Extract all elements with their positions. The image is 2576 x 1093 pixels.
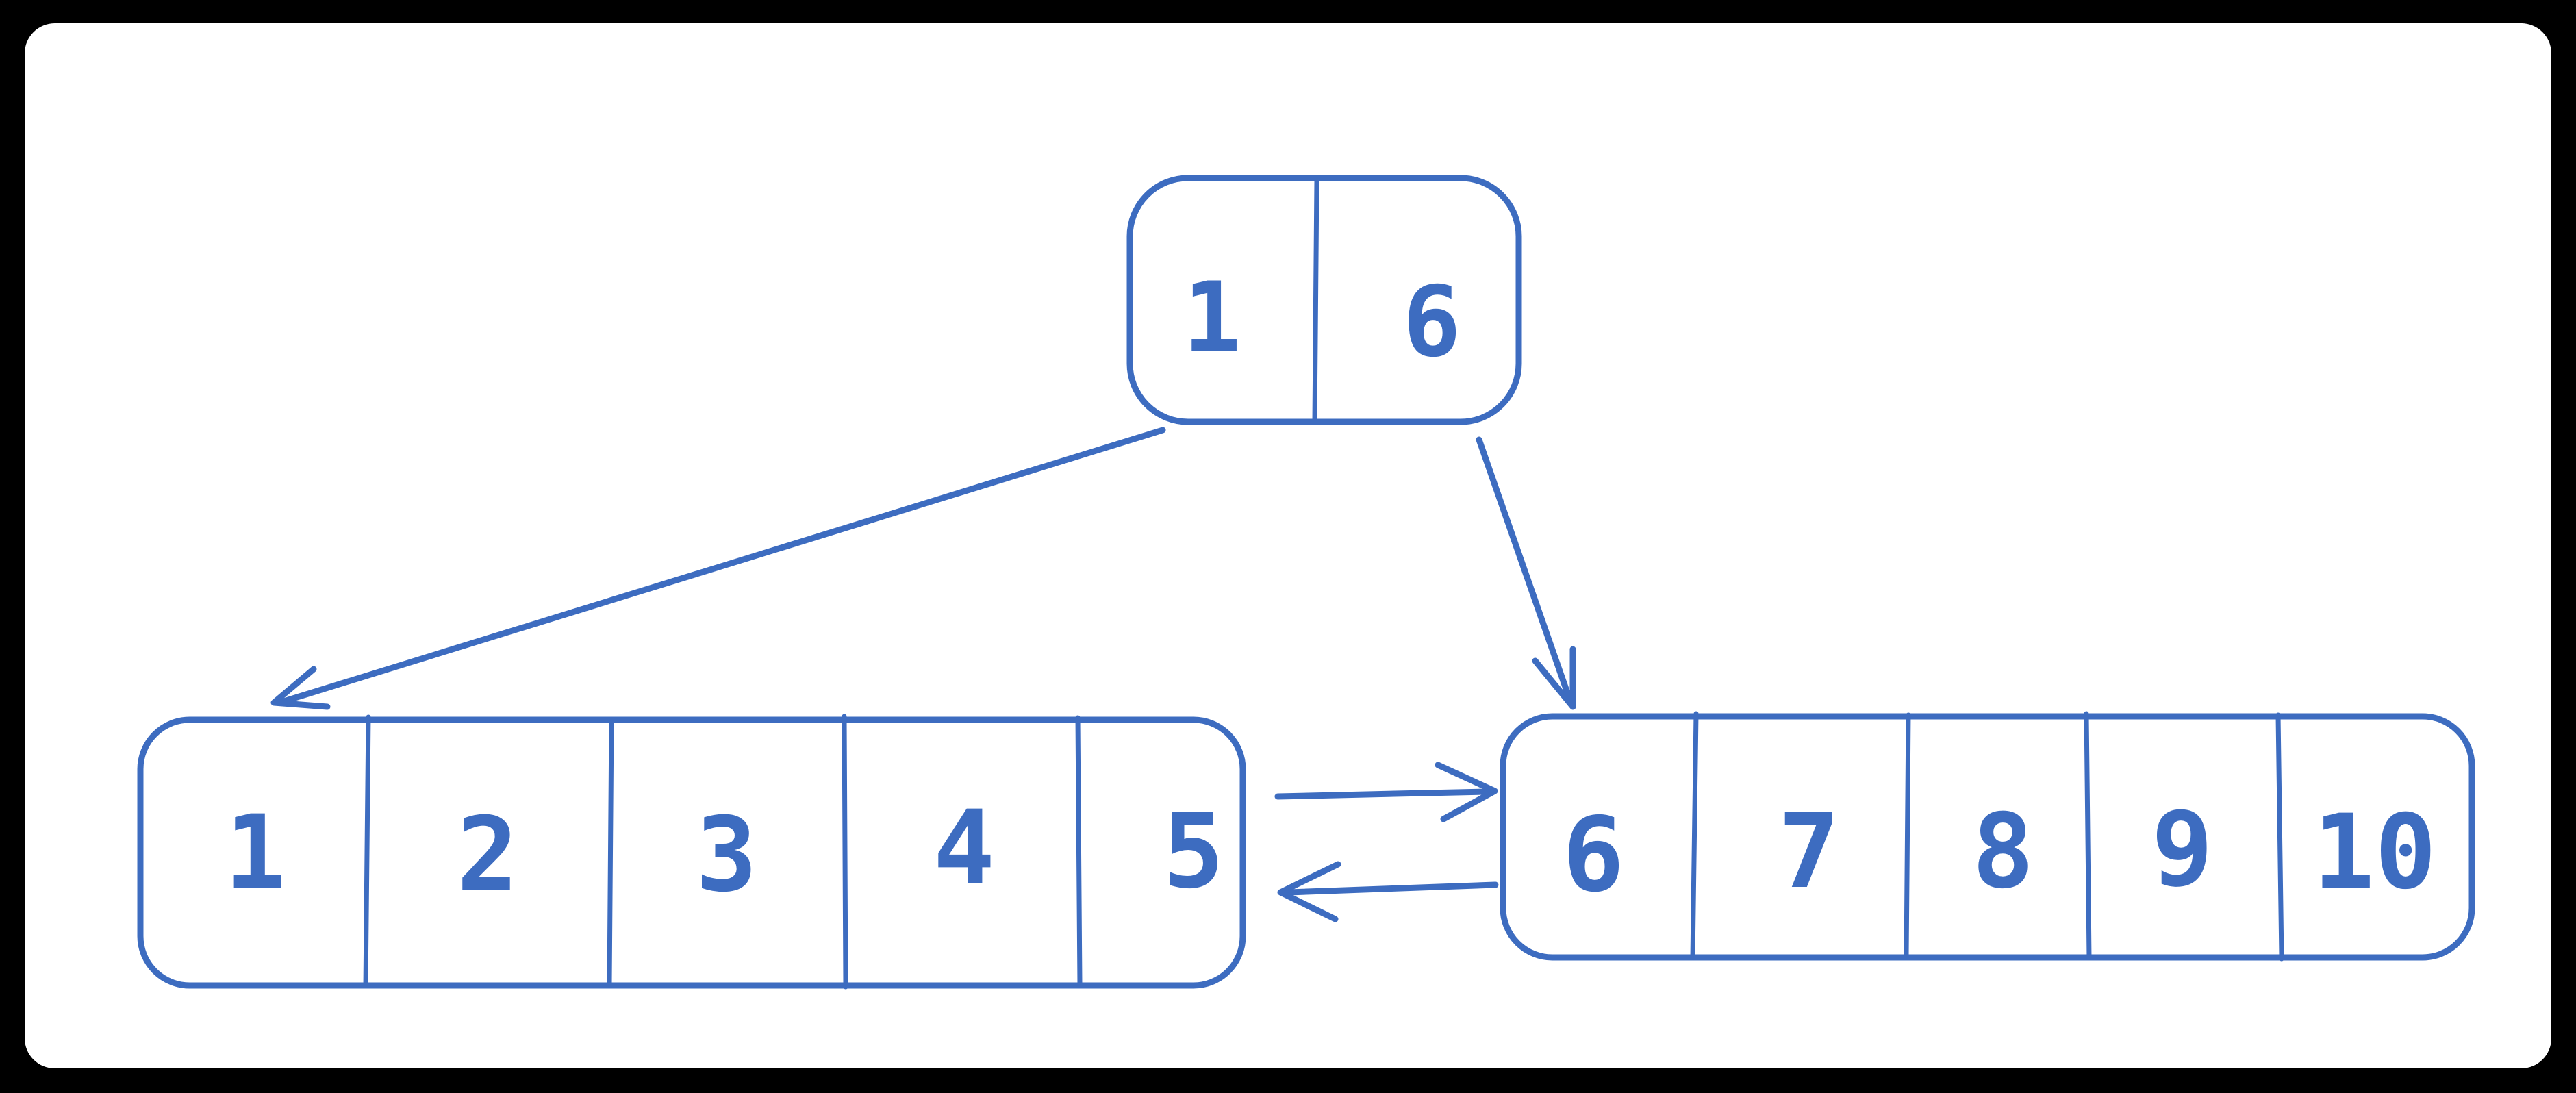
left-leaf-box [137,716,1246,989]
right-leaf-divider-1 [1690,711,1699,960]
canvas-background [25,23,2551,1068]
left-leaf-key-4: 4 [933,789,995,908]
left-leaf-key-2: 2 [457,796,518,915]
left-leaf-key-1: 1 [225,794,286,913]
left-leaf-divider-1 [363,714,371,989]
right-leaf-key-6: 6 [1563,796,1624,915]
edge-root-to-left-leaf-line [276,427,1166,706]
right-leaf-key-8: 8 [1972,792,2034,912]
right-leaf-box [1500,713,2475,961]
right-leaf-key-7: 7 [1778,792,1840,912]
left-leaf-key-3: 3 [696,796,757,915]
edge-left-to-right-arrowhead-icon [1435,762,1498,822]
root-node: 1 6 [1126,175,1522,425]
right-leaf-divider-3 [2084,711,2092,960]
right-leaf-divider-4 [2275,712,2284,962]
root-node-divider [1312,177,1319,423]
edge-root-to-right-leaf-line [1476,436,1574,706]
root-key-6: 6 [1402,266,1461,379]
edges [270,427,1576,922]
right-leaf-key-9: 9 [2151,790,2213,909]
right-leaf-key-10: 10 [2313,793,2437,912]
edge-right-to-left-arrowhead-icon [1277,861,1341,922]
left-leaf-divider-3 [842,714,848,990]
left-leaf-key-5: 5 [1163,792,1224,912]
right-leaf-node: 6 7 8 9 10 [1500,711,2475,962]
root-key-1: 1 [1183,262,1241,375]
root-node-box [1126,175,1522,425]
left-leaf-divider-2 [607,716,614,989]
left-leaf-node: 1 2 3 4 5 [137,714,1246,990]
edge-root-to-left-leaf-arrowhead-icon [270,666,331,710]
right-leaf-divider-2 [1904,712,1911,960]
edge-root-to-right-leaf-arrowhead-icon [1532,646,1576,710]
left-leaf-divider-4 [1075,715,1083,989]
edge-right-to-left-line [1285,881,1499,896]
edge-left-to-right-line [1274,788,1489,800]
